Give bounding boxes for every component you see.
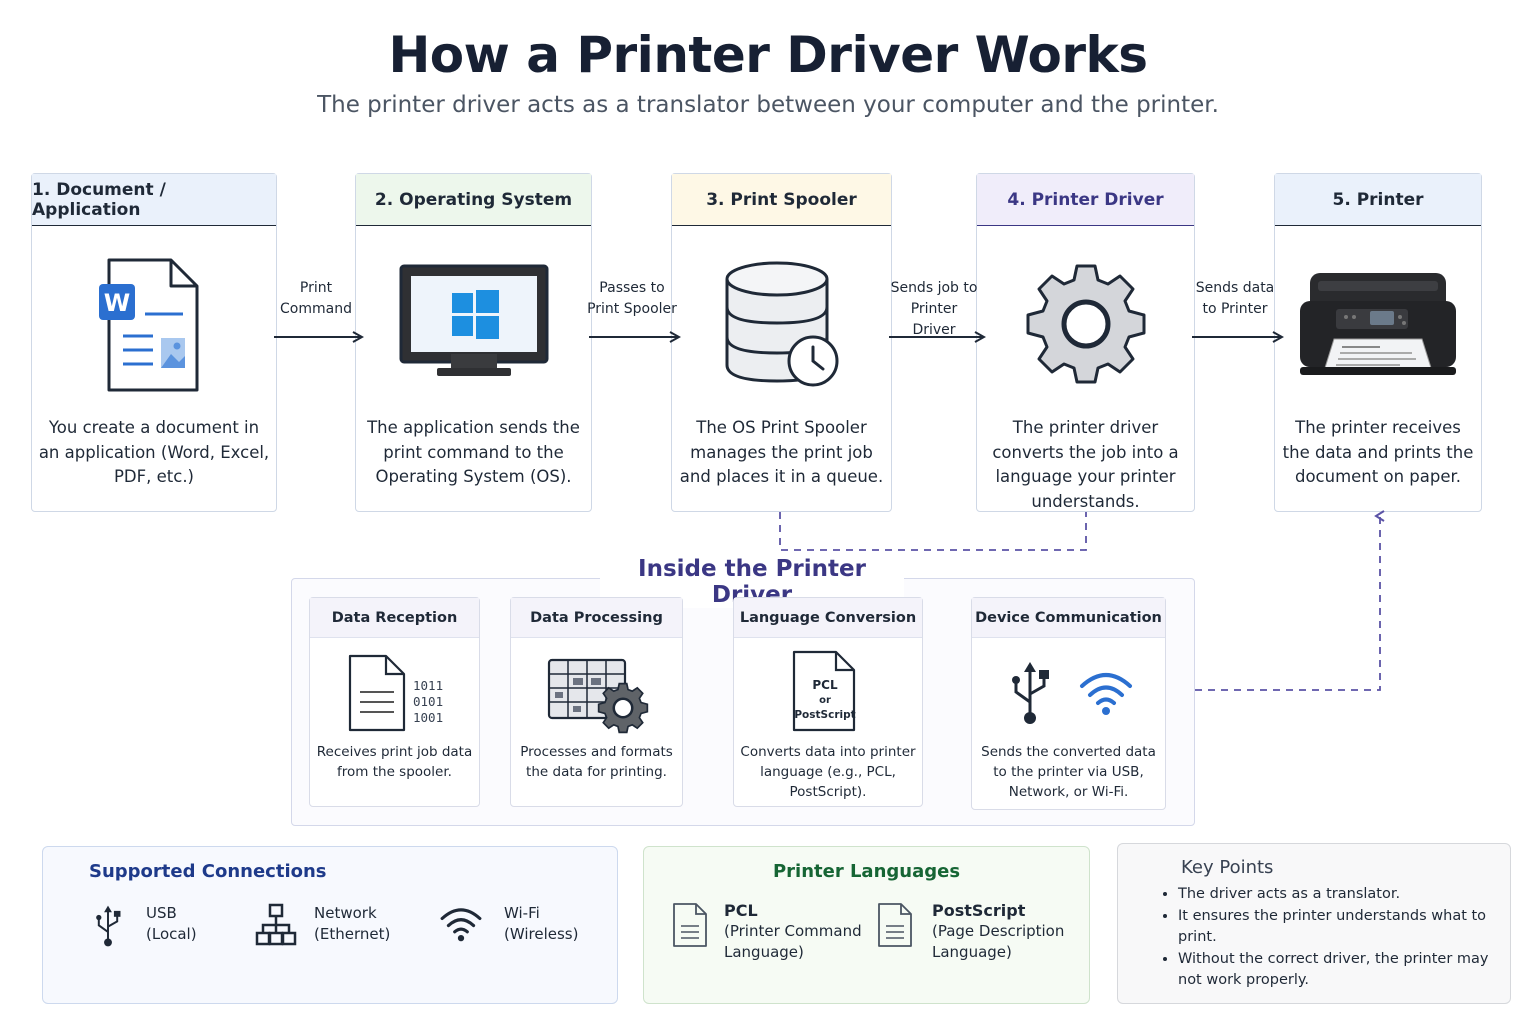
step-description: The printer receives the data and prints… xyxy=(1282,418,1474,486)
step-title: 5. Printer xyxy=(1275,174,1481,226)
step-description: You create a document in an application … xyxy=(38,418,270,486)
stage-description: Sends the converted data to the printer … xyxy=(981,744,1156,800)
stage-title: Data Processing xyxy=(511,598,682,638)
network-icon xyxy=(254,903,298,951)
language-pcl: PCL (Printer Command Language) xyxy=(724,901,862,961)
key-point: The driver acts as a translator. xyxy=(1178,884,1498,906)
stage-description: Receives print job data from the spooler… xyxy=(316,744,473,780)
stage-title: Device Communication xyxy=(972,598,1165,638)
svg-text:W: W xyxy=(104,289,130,317)
step-card-printer: 5. Printer The printer receives the data… xyxy=(1274,173,1482,512)
printer-languages-title: Printer Languages xyxy=(772,861,961,882)
stage-description: Converts data into printer language (e.g… xyxy=(740,744,916,800)
wifi-icon xyxy=(439,905,483,947)
grid-gear-icon xyxy=(547,656,657,740)
document-binary-icon xyxy=(346,654,456,738)
key-point: Without the correct driver, the printer … xyxy=(1178,949,1498,992)
gear-icon xyxy=(977,244,1194,404)
key-point: It ensures the printer understands what … xyxy=(1178,906,1498,949)
database-clock-icon xyxy=(672,244,891,404)
connection-network: Network(Ethernet) xyxy=(314,904,391,943)
key-points-box xyxy=(1117,843,1511,1004)
key-points-list: The driver acts as a translator. It ensu… xyxy=(1178,884,1498,992)
stage-data-processing: Data Processing Processes and formats th… xyxy=(510,597,683,807)
step-description: The OS Print Spooler manages the print j… xyxy=(679,418,884,486)
supported-connections-box xyxy=(42,846,618,1004)
document-icon xyxy=(877,902,913,952)
step-description: The printer driver converts the job into… xyxy=(992,418,1179,511)
stage-device-communication: Device Communication Sends the converted… xyxy=(971,597,1166,810)
stage-description: Processes and formats the data for print… xyxy=(520,744,673,780)
step-title: 3. Print Spooler xyxy=(672,174,891,226)
dashed-connector xyxy=(779,512,1087,551)
stage-title: Language Conversion xyxy=(734,598,922,638)
stage-data-reception: Data Reception 1011 0101 1001 Receives p… xyxy=(309,597,480,807)
supported-connections-title: Supported Connections xyxy=(89,861,327,882)
key-points-title: Key Points xyxy=(1181,857,1274,878)
pcl-document-icon: PCL or PostScript xyxy=(792,650,858,732)
step-card-operating-system: 2. Operating System The application send… xyxy=(355,173,592,512)
language-postscript: PostScript (Page Description Language) xyxy=(932,901,1065,961)
step-title: 1. Document / Application xyxy=(32,174,276,226)
printer-languages-box xyxy=(643,846,1090,1004)
connection-wifi: Wi-Fi(Wireless) xyxy=(504,904,579,943)
word-document-icon: W xyxy=(32,244,276,404)
step-card-document: 1. Document / Application W You create a… xyxy=(31,173,277,512)
document-icon xyxy=(672,902,708,952)
usb-icon xyxy=(1008,658,1052,732)
printer-icon xyxy=(1275,244,1481,404)
page-title: How a Printer Driver Works xyxy=(388,26,1148,84)
step-description: The application sends the print command … xyxy=(367,418,580,486)
usb-icon xyxy=(92,903,124,953)
wifi-icon xyxy=(1078,670,1134,720)
binary-digits: 1011 0101 1001 xyxy=(413,678,444,725)
page-subtitle: The printer driver acts as a translator … xyxy=(317,92,1219,118)
stage-language-conversion: Language Conversion PCL or PostScript Co… xyxy=(733,597,923,807)
stage-title: Data Reception xyxy=(310,598,479,638)
monitor-windows-icon xyxy=(356,244,591,404)
step-title: 4. Printer Driver xyxy=(977,174,1194,226)
step-card-printer-driver: 4. Printer Driver The printer driver con… xyxy=(976,173,1195,512)
step-title: 2. Operating System xyxy=(356,174,591,226)
dashed-return-arrow xyxy=(1195,510,1385,691)
connection-usb: USB(Local) xyxy=(146,904,197,943)
